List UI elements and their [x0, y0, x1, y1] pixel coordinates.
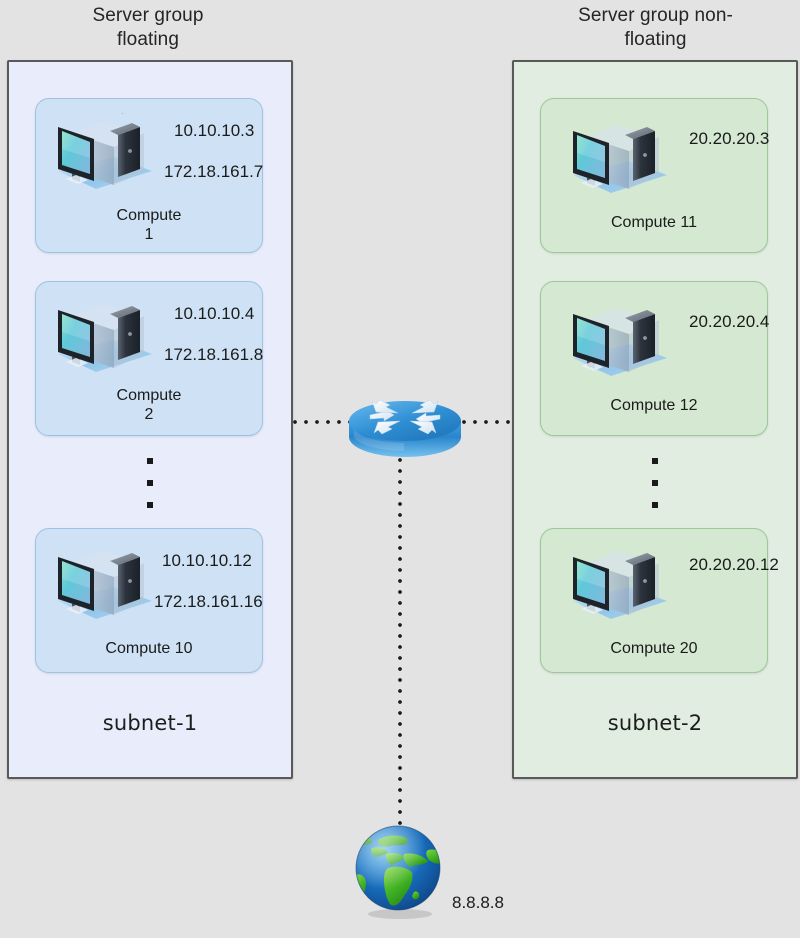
router-icon[interactable] [346, 385, 464, 461]
computer-icon [52, 296, 156, 380]
compute-node-ip-floating: 172.18.161.16 [154, 592, 263, 611]
group-title-non-floating: Server group non- floating [578, 5, 733, 50]
connector-router-to-internet [398, 458, 402, 830]
connector-router-to-subnet-2 [462, 420, 514, 424]
internet-ip-label: 8.8.8.8 [452, 893, 504, 912]
compute-node-label: Compute 11 [611, 214, 697, 231]
connector-router-to-subnet-1 [293, 420, 349, 424]
computer-icon [567, 543, 671, 627]
compute-node-ip-primary: 20.20.20.3 [689, 129, 770, 148]
compute-node-card[interactable]: 20.20.20.3 Compute 11 [540, 98, 770, 253]
compute-node-ip-primary: 20.20.20.4 [689, 312, 770, 331]
subnet-label: subnet-2 [607, 711, 703, 735]
computer-icon [567, 300, 671, 384]
compute-node-label: Compute 20 [610, 640, 698, 657]
compute-node-card[interactable]: 10.10.10.4 172.18.161.8 Compute 2 [35, 281, 263, 436]
computer-icon [567, 117, 671, 201]
ellipsis-more-nodes [147, 458, 154, 524]
computer-icon [52, 543, 156, 627]
compute-node-card[interactable]: 20.20.20.12 Compute 20 [540, 528, 779, 673]
group-title-floating: Server group floating [92, 5, 204, 50]
compute-node-ip-floating: 172.18.161.7 [164, 162, 264, 181]
computer-icon [52, 107, 156, 197]
compute-node-ip-floating: 172.18.161.8 [164, 345, 264, 364]
compute-node-ip-primary: 20.20.20.12 [689, 555, 779, 574]
compute-node-label: Compute 2 [116, 387, 182, 423]
subnet-label: subnet-1 [102, 711, 198, 735]
globe-icon[interactable] [352, 824, 448, 920]
compute-node-card[interactable]: 10.10.10.3 172.18.161.7 Compute 1 [35, 98, 263, 253]
ellipsis-more-nodes [652, 458, 659, 524]
compute-node-card[interactable]: 20.20.20.4 Compute 12 [540, 281, 770, 436]
compute-node-ip-primary: 10.10.10.3 [174, 121, 255, 140]
compute-node-card[interactable]: 10.10.10.12 172.18.161.16 Compute 10 [35, 528, 263, 673]
compute-node-label: Compute 10 [105, 640, 193, 657]
subnet-container-1[interactable]: 10.10.10.3 172.18.161.7 Compute 1 [7, 60, 293, 779]
compute-node-label: Compute 1 [116, 207, 182, 243]
compute-node-ip-primary: 10.10.10.12 [162, 551, 252, 570]
compute-node-ip-primary: 10.10.10.4 [174, 304, 255, 323]
compute-node-label: Compute 12 [610, 397, 698, 414]
subnet-container-2[interactable]: 20.20.20.3 Compute 11 [512, 60, 798, 779]
